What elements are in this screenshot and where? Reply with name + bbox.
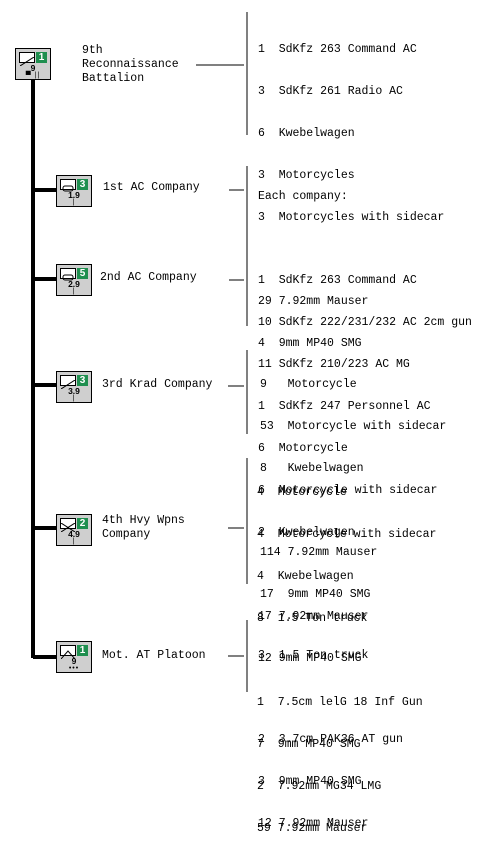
- at-platoon-details: 3 1.5 Ton truck 2 3.7cm PAK36 AT gun 3 9…: [258, 621, 403, 845]
- detail-line: 10 SdKfz 222/231/232 AC 2cm gun: [258, 316, 472, 329]
- unit-value: 2.9: [68, 279, 80, 289]
- detail-line: 2 Kwebelwagen: [258, 526, 355, 539]
- unit-size-marker: |: [72, 199, 76, 206]
- detail-line: 12 9mm MP40 SMG: [258, 652, 362, 665]
- unit-badge-2nd-ac[interactable]: 5 2.9 |: [56, 264, 92, 296]
- unit-label-2nd-ac: 2nd AC Company: [100, 271, 197, 284]
- detail-line: 17 9mm MP40 SMG: [260, 588, 371, 601]
- unit-count: 3: [77, 375, 88, 386]
- detail-line: 1 7.5cm lelG 18 Inf Gun: [257, 696, 423, 709]
- detail-line: 3 Motorcycles: [258, 169, 355, 182]
- details-heading: Each company:: [258, 190, 348, 203]
- detail-line: 114 7.92mm Mauser: [260, 546, 378, 559]
- detail-line: 8 Kwebelwagen: [260, 462, 364, 475]
- hq-details: 1 SdKfz 263 Command AC 3 SdKfz 261 Radio…: [258, 15, 444, 365]
- anti-tank-icon: [60, 645, 76, 660]
- detail-line: 17 7.92mm Mauser: [258, 610, 369, 623]
- detail-line: 1 SdKfz 247 Personnel AC: [258, 400, 431, 413]
- unit-badge-4th-hvy-wpns[interactable]: 2 4.9 |: [56, 514, 92, 546]
- detail-line: 8 1.5 Ton truck: [257, 612, 368, 625]
- detail-line: 3 SdKfz 261 Radio AC: [258, 85, 403, 98]
- detail-line: 4 Motorcycle: [257, 486, 347, 499]
- hq-label: 9th Reconnaissance Battalion: [82, 44, 179, 85]
- unit-size-marker: |: [72, 288, 76, 295]
- org-chart-connectors: [31, 12, 248, 692]
- detail-line: 4 Kwebelwagen: [257, 570, 354, 583]
- unit-label-at-platoon: Mot. AT Platoon: [102, 649, 206, 662]
- unit-badge-1st-ac[interactable]: 3 1.9 |: [56, 175, 92, 207]
- unit-count: 5: [77, 268, 88, 279]
- detail-line: 3 9mm MP40 SMG: [258, 775, 362, 788]
- krad-company-details: 9 Motorcycle 53 Motorcycle with sidecar …: [260, 350, 446, 616]
- detail-line: 29 7.92mm Mauser: [258, 295, 369, 308]
- recon-icon: [19, 52, 35, 67]
- hq-size-marker: ▀ ||: [25, 72, 41, 79]
- unit-size-marker: |: [72, 538, 76, 545]
- unit-value: 3.9: [68, 386, 80, 396]
- hq-value: 9: [30, 63, 36, 73]
- unit-size-marker: |: [72, 395, 76, 402]
- unit-count: 2: [77, 518, 88, 529]
- infantry-icon: [60, 518, 76, 533]
- detail-line: 3 1.5 Ton truck: [258, 649, 369, 662]
- unit-label-3rd-krad: 3rd Krad Company: [102, 378, 213, 391]
- detail-line: 3 Motorcycles with sidecar: [258, 211, 445, 224]
- unit-label-4th-hvy-wpns: 4th Hvy Wpns Company: [102, 514, 185, 541]
- detail-line: 53 Motorcycle with sidecar: [260, 420, 447, 433]
- unit-size-marker: •••: [68, 665, 80, 672]
- unit-label-1st-ac: 1st AC Company: [103, 181, 200, 194]
- detail-line: 4 Motorcycle with sidecar: [257, 528, 437, 541]
- detail-line: 2 3.7cm PAK36 AT gun: [258, 733, 403, 746]
- armored-car-icon: [60, 268, 76, 281]
- unit-badge-3rd-krad[interactable]: 3 3.9 |: [56, 371, 92, 403]
- recon-icon: [60, 375, 76, 390]
- detail-line: 9 Motorcycle: [260, 378, 357, 391]
- detail-line: 12 7.92mm Mauser: [258, 817, 369, 830]
- detail-line: 6 Motorcycle: [258, 442, 348, 455]
- unit-value: 9: [71, 656, 77, 666]
- ac-company-details: Each company: 1 SdKfz 263 Command AC 10 …: [258, 162, 472, 680]
- unit-value: 1.9: [68, 190, 80, 200]
- detail-line: 1 SdKfz 263 Command AC: [258, 43, 417, 56]
- unit-count: 1: [77, 645, 88, 656]
- unit-value: 4.9: [68, 529, 80, 539]
- hq-count: 1: [36, 52, 47, 63]
- detail-line: 4 9mm MP40 SMG: [258, 337, 362, 350]
- armored-car-icon: [60, 179, 76, 192]
- detail-line: 6 Motorcycle with sidecar: [258, 484, 438, 497]
- detail-line: 6 Kwebelwagen: [258, 127, 355, 140]
- detail-line: 11 SdKfz 210/223 AC MG: [258, 358, 410, 371]
- unit-badge-at-platoon[interactable]: 1 9 •••: [56, 641, 92, 673]
- hq-unit-badge[interactable]: 1 9 ▀ ||: [15, 48, 51, 80]
- unit-count: 3: [77, 179, 88, 190]
- detail-line: 1 SdKfz 263 Command AC: [258, 274, 417, 287]
